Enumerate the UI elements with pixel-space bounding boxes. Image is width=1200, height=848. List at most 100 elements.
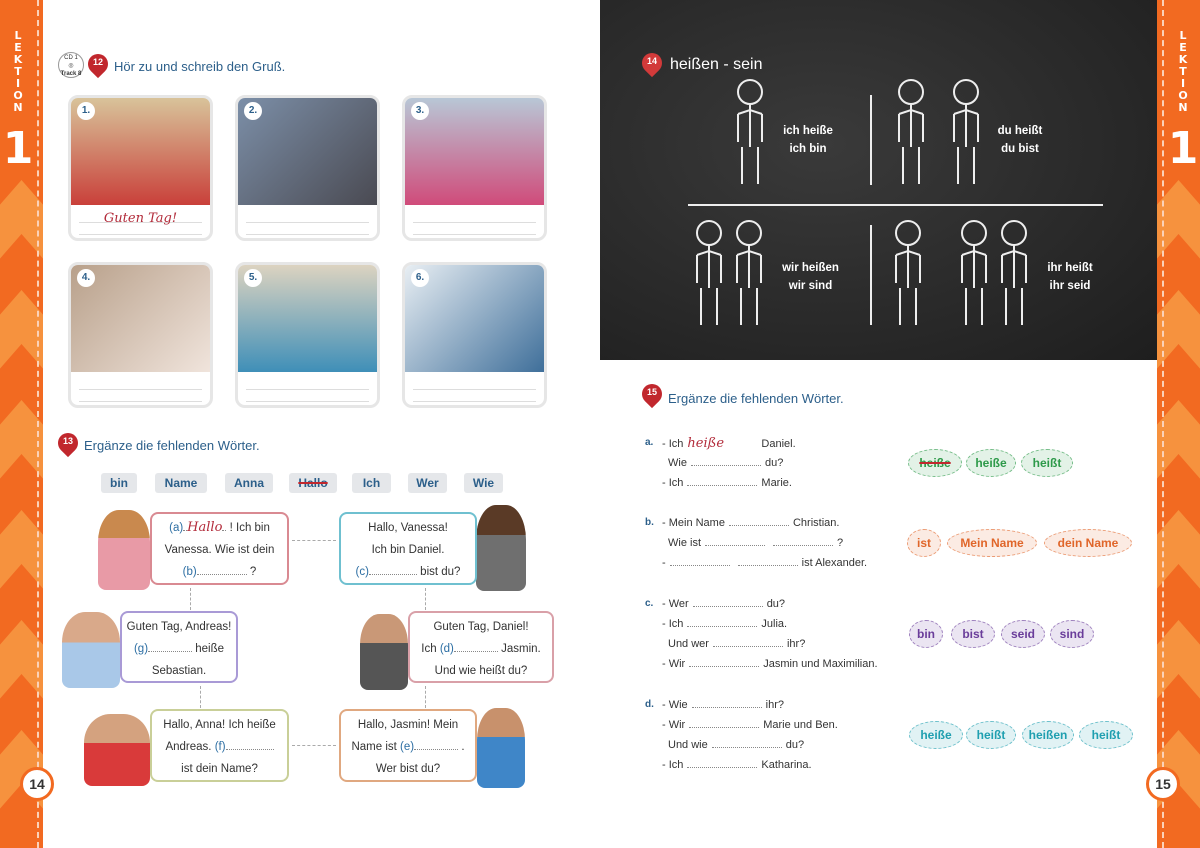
photo-card-3: 3. (402, 95, 547, 241)
write-line (246, 222, 369, 223)
write-line (246, 401, 369, 402)
blank-input[interactable] (691, 698, 762, 708)
photo-card-4: 4. (68, 262, 213, 408)
blank-c[interactable] (368, 565, 417, 575)
speech-bubble-a: (a)Hallo ! Ich bin Vanessa. Wie ist dein… (150, 512, 289, 585)
write-line (246, 389, 369, 390)
word-option[interactable]: seid (1001, 620, 1045, 648)
word-chip[interactable]: Wie (464, 473, 503, 493)
blank-input[interactable]: heiße (687, 436, 725, 451)
write-line (79, 389, 202, 390)
blank-input[interactable] (705, 536, 765, 546)
speech-bubble-b: Hallo, Vanessa!Ich bin Daniel. (c) bist … (339, 512, 477, 585)
dialog-arrow (425, 588, 426, 610)
blank-input[interactable] (711, 738, 782, 748)
card-number: 1. (77, 102, 95, 120)
write-line (413, 389, 536, 390)
word-option[interactable]: heiße (909, 721, 963, 749)
card-number: 3. (411, 102, 429, 120)
word-option[interactable]: bist (951, 620, 995, 648)
card-number: 6. (411, 269, 429, 287)
word-option[interactable]: heißen (1022, 721, 1074, 749)
word-option[interactable]: bin (909, 620, 943, 648)
cd-icon[interactable]: CD 1◎Track 8 (58, 52, 84, 78)
photo-andreas (84, 714, 150, 786)
word-option[interactable]: heißt (1021, 449, 1073, 477)
word-chip[interactable]: Wer (408, 473, 447, 493)
blank-input[interactable] (669, 556, 730, 566)
photo (238, 265, 377, 372)
blank-input[interactable] (712, 637, 783, 647)
photo-sebastian (62, 612, 120, 688)
sentence-line: Wie ist? (668, 536, 844, 549)
photo-card-5: 5. (235, 262, 380, 408)
word-chip[interactable]: Name (155, 473, 207, 493)
exercise-marker-14: 14 (637, 48, 667, 79)
word-option[interactable]: heißt (966, 721, 1016, 749)
blank-b[interactable] (196, 565, 247, 575)
photo-jasmin (360, 614, 408, 690)
item-letter: a. (645, 437, 654, 448)
word-option[interactable]: Mein Name (947, 529, 1037, 557)
blank-e[interactable] (414, 740, 459, 750)
card-number: 4. (77, 269, 95, 287)
photo (405, 98, 544, 205)
word-option[interactable]: heißt (1079, 721, 1133, 749)
photo (405, 265, 544, 372)
blank-input[interactable] (737, 556, 798, 566)
blank-input[interactable] (687, 476, 758, 486)
stick-figures (696, 79, 1027, 325)
blank-input[interactable] (689, 657, 760, 667)
word-option[interactable]: sind (1050, 620, 1094, 648)
speech-bubble-d: Guten Tag, Daniel! Ich (d) Jasmin. Und w… (408, 611, 554, 683)
blank-input[interactable] (689, 718, 760, 728)
sentence-line: -ist Alexander. (662, 556, 868, 569)
word-option[interactable]: dein Name (1044, 529, 1132, 557)
blank-input[interactable] (728, 516, 789, 526)
word-chip[interactable]: bin (101, 473, 137, 493)
blank-f[interactable] (225, 740, 274, 750)
word-option[interactable]: heiße (908, 449, 962, 477)
speech-bubble-c: Guten Tag, Andreas! (g) heiße Sebastian. (120, 611, 238, 683)
card-number: 2. (244, 102, 262, 120)
photo-card-6: 6. (402, 262, 547, 408)
blank-input[interactable] (773, 536, 833, 546)
photo-card-2: 2. (235, 95, 380, 241)
word-chip[interactable]: Hallo (289, 473, 337, 493)
blank-g[interactable] (148, 642, 193, 652)
photo-vanessa (98, 510, 150, 590)
word-chip[interactable]: Anna (225, 473, 273, 493)
word-chip[interactable]: Ich (352, 473, 391, 493)
exercise-marker-15: 15 (637, 379, 667, 410)
speech-bubble-f: Hallo, Jasmin! Mein Name ist (e) . Wer b… (339, 709, 477, 782)
blank-input[interactable] (687, 617, 758, 627)
answer-field[interactable]: Guten Tag! (103, 211, 178, 226)
blank-d[interactable] (453, 642, 498, 652)
answer-a[interactable]: Hallo (187, 520, 223, 535)
blank-input[interactable] (690, 456, 761, 466)
speech-bubble-e: Hallo, Anna! Ich heiße Andreas. (f) ist … (150, 709, 289, 782)
dialog-arrow (292, 540, 336, 541)
blank-input[interactable] (692, 597, 763, 607)
page-number-left: 14 (20, 767, 54, 801)
word-option[interactable]: ist (907, 529, 941, 557)
photo (71, 265, 210, 372)
page-number-right: 15 (1146, 767, 1180, 801)
lesson-number: 1 (2, 123, 34, 174)
blank-input[interactable] (687, 758, 758, 768)
word-option[interactable]: heiße (966, 449, 1016, 477)
exercise-14-title: heißen - sein (670, 56, 763, 73)
